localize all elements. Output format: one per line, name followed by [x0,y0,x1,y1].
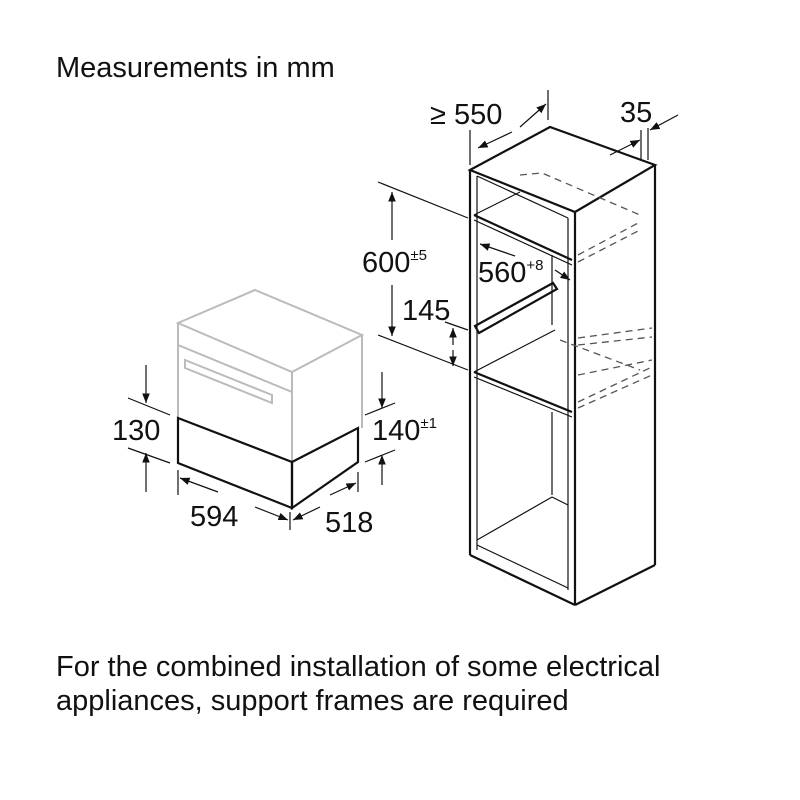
dimension-lines [127,90,679,530]
drawer-height-label: 130 [112,415,160,447]
installation-note: For the combined installation of some el… [56,651,661,717]
cabinet-depth-label: ≥ 550 [430,99,502,131]
appliance-with-drawer [175,288,365,511]
drawer-niche-height-label: 140±1 [372,415,437,447]
panel-thickness-label: 35 [620,97,652,129]
drawer-width-label: 594 [190,501,238,533]
gap-height-label: 145 [402,295,450,327]
tall-cabinet [467,125,658,606]
diagram-title: Measurements in mm [56,52,335,84]
niche-width-label: 560+8 [478,257,544,289]
niche-height-label: 600±5 [362,247,427,279]
drawer-depth-label: 518 [325,507,373,539]
